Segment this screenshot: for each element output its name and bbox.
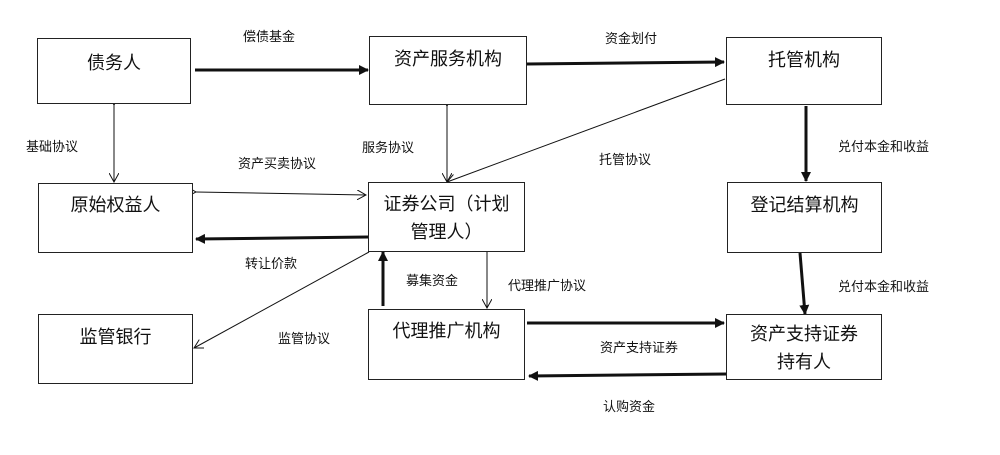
node-registrar-label: 登记结算机构	[750, 195, 859, 216]
label-subscription-funds: 认购资金	[603, 400, 656, 415]
node-abs-holder: 资产支持证券持有人	[726, 314, 882, 380]
arrow-custody-agreement	[447, 78, 726, 182]
label-asset-purchase-agreement: 资产买卖协议	[238, 157, 317, 172]
label-pay-principal-income-2: 兑付本金和收益	[838, 280, 930, 295]
node-debtor: 债务人	[37, 38, 191, 104]
label-basic-agreement: 基础协议	[26, 140, 79, 155]
node-securities-company: 证券公司（计划管理人）	[368, 182, 525, 252]
label-supervision-agreement: 监管协议	[278, 332, 331, 347]
label-custody-agreement: 托管协议	[599, 153, 652, 168]
node-debtor-label: 债务人	[87, 53, 141, 74]
node-servicer-label: 资产服务机构	[394, 49, 502, 70]
node-originator: 原始权益人	[38, 183, 193, 253]
arrow-asset-purchase-agreement	[196, 192, 366, 195]
arrow-holder-to-agent	[528, 370, 728, 381]
node-registrar: 登记结算机构	[727, 182, 882, 253]
node-agent-label: 代理推广机构	[392, 321, 501, 342]
node-servicer: 资产服务机构	[369, 36, 527, 105]
label-fund-transfer: 资金划付	[605, 32, 658, 47]
node-supervisory-bank: 监管银行	[38, 314, 193, 384]
arrow-supervision-agreement	[194, 251, 370, 348]
node-securities-company-label: 证券公司（计划管理人）	[383, 194, 510, 243]
node-agent: 代理推广机构	[368, 309, 525, 380]
node-supervisory-bank-label: 监管银行	[79, 327, 152, 348]
label-repayment-fund: 偿债基金	[243, 30, 296, 45]
label-raise-funds: 募集资金	[406, 274, 459, 289]
node-originator-label: 原始权益人	[70, 195, 161, 216]
node-custodian-label: 托管机构	[768, 50, 840, 71]
arrow-registrar-to-holder	[798, 252, 810, 315]
label-pay-principal-income-1: 兑付本金和收益	[838, 140, 930, 155]
arrow-securities-to-originator	[195, 233, 369, 244]
node-custodian: 托管机构	[726, 37, 882, 105]
label-service-agreement: 服务协议	[362, 141, 415, 156]
label-abs: 资产支持证券	[600, 341, 679, 356]
node-abs-holder-label: 资产支持证券持有人	[750, 324, 858, 373]
label-transfer-price: 转让价款	[245, 257, 298, 272]
arrow-servicer-to-custodian	[526, 57, 725, 68]
label-agency-promotion-agreement: 代理推广协议	[508, 279, 587, 294]
